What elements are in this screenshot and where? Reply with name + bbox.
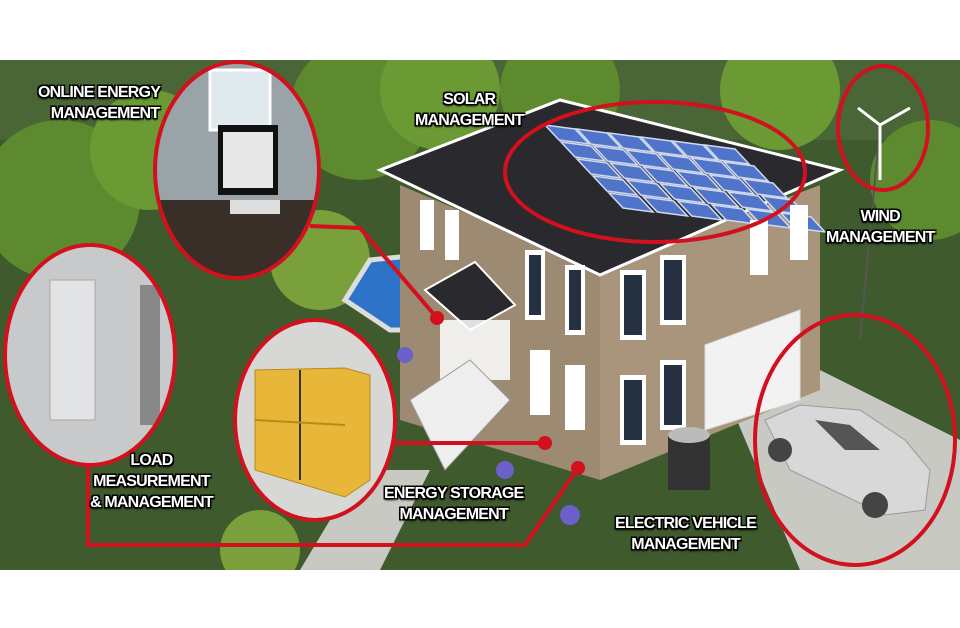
label-electric-vehicle: ELECTRIC VEHICLE MANAGEMENT: [615, 513, 757, 555]
solar-panel: [689, 156, 738, 179]
solar-panel: [575, 157, 623, 180]
solar-panel: [591, 144, 640, 167]
solar-panel: [608, 161, 657, 184]
load-connector: [86, 465, 580, 547]
label-line: & MANAGEMENT: [90, 494, 214, 511]
solar-panel: [707, 173, 756, 196]
label-line: MANAGEMENT: [399, 506, 508, 523]
load-panel-inset: [5, 245, 175, 465]
wind-turbine: [857, 106, 911, 341]
storage-ring: [233, 318, 397, 522]
label-line: MANAGEMENT: [826, 229, 935, 246]
label-load: LOAD MEASUREMENT & MANAGEMENT: [90, 450, 214, 513]
online-ring: [153, 60, 321, 280]
solar-panel: [726, 190, 775, 213]
label-solar: SOLAR MANAGEMENT: [415, 89, 524, 131]
label-energy-storage: ENERGY STORAGE MANAGEMENT: [384, 483, 524, 525]
online-connector: [309, 224, 439, 320]
ev-ring: [753, 313, 957, 567]
label-line: WIND: [860, 208, 900, 225]
solar-panel: [692, 186, 741, 209]
solar-panel: [591, 174, 639, 197]
solar-ring: [503, 100, 807, 244]
label-line: SOLAR: [443, 91, 496, 108]
connector-dots: [430, 311, 585, 475]
garage-door: [704, 309, 801, 431]
label-line: MEASUREMENT: [93, 473, 210, 490]
solar-panel: [658, 182, 707, 205]
label-online-energy: ONLINE ENERGY MANAGEMENT: [38, 82, 161, 124]
house-illustration: [0, 60, 960, 570]
solar-panel: [624, 178, 673, 201]
solar-panel: [607, 191, 655, 214]
label-line: MANAGEMENT: [415, 112, 524, 129]
wind-ring: [836, 64, 930, 192]
label-line: LOAD: [130, 452, 173, 469]
solar-panel: [641, 165, 690, 188]
label-line: ELECTRIC VEHICLE: [615, 515, 757, 532]
highlight-rings: [3, 60, 957, 567]
solar-panel: [641, 195, 690, 218]
solar-panel: [624, 148, 673, 171]
energy-storage-inset: [235, 320, 395, 520]
ac-unit: [668, 435, 710, 490]
label-line: ENERGY STORAGE: [384, 485, 524, 502]
solar-panel: [674, 169, 723, 192]
solar-panel: [559, 140, 607, 163]
solar-panel: [722, 160, 770, 183]
porch-roof: [423, 260, 517, 332]
solar-panel: [671, 139, 719, 162]
electric-vehicle: [764, 404, 931, 518]
solar-panel: [741, 177, 789, 200]
label-line: ONLINE ENERGY: [38, 84, 161, 101]
label-line: MANAGEMENT: [631, 536, 740, 553]
label-wind: WIND MANAGEMENT: [826, 206, 935, 248]
label-line: MANAGEMENT: [50, 105, 160, 122]
solar-panel: [607, 131, 655, 154]
solar-panel: [656, 152, 705, 175]
solar-panel: [575, 127, 623, 150]
solar-panels: [543, 123, 827, 234]
solar-panel: [703, 143, 751, 166]
solar-panel: [543, 123, 591, 146]
solar-panel: [639, 135, 687, 158]
solar-panel: [675, 199, 724, 222]
